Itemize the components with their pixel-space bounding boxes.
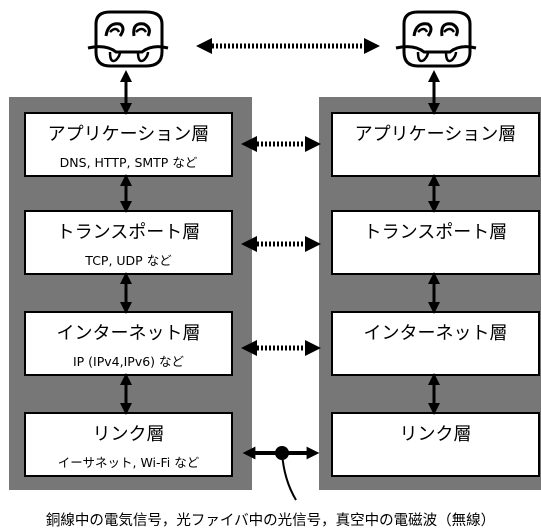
layer-name: リンク層 (399, 424, 472, 445)
layer-protocols: イーサネット, Wi-Fi など (57, 455, 200, 470)
layer-protocols: IP (IPv4,IPv6) など (72, 354, 185, 369)
right-internet-layer: インターネット層 (331, 311, 540, 376)
user-face-icon-right (395, 10, 477, 68)
layer-name: インターネット層 (363, 323, 508, 344)
layer-name: トランスポート層 (363, 222, 508, 243)
left-application-layer: アプリケーション層 DNS, HTTP, SMTP など (24, 112, 233, 177)
layer-name: アプリケーション層 (47, 124, 210, 145)
right-protocol-stack: アプリケーション層 トランスポート層 インターネット層 リンク層 (319, 97, 541, 490)
layer-name: アプリケーション層 (354, 124, 517, 145)
user-face-icon-left (87, 10, 169, 68)
physical-medium-caption: 銅線中の電気信号，光ファイバ中の光信号，真空中の電磁波（無線） (45, 513, 496, 529)
left-protocol-stack: アプリケーション層 DNS, HTTP, SMTP など トランスポート層 TC… (9, 97, 252, 490)
right-link-layer: リンク層 (331, 412, 540, 477)
layer-name: リンク層 (92, 424, 165, 445)
layer-name: インターネット層 (56, 323, 201, 344)
caption-leader-line (281, 452, 297, 501)
layer-name: トランスポート層 (56, 222, 201, 243)
left-link-layer: リンク層 イーサネット, Wi-Fi など (24, 412, 233, 477)
layer-protocols: TCP, UDP など (85, 253, 172, 268)
layer-protocols: DNS, HTTP, SMTP など (59, 155, 198, 170)
right-application-layer: アプリケーション層 (331, 112, 540, 177)
